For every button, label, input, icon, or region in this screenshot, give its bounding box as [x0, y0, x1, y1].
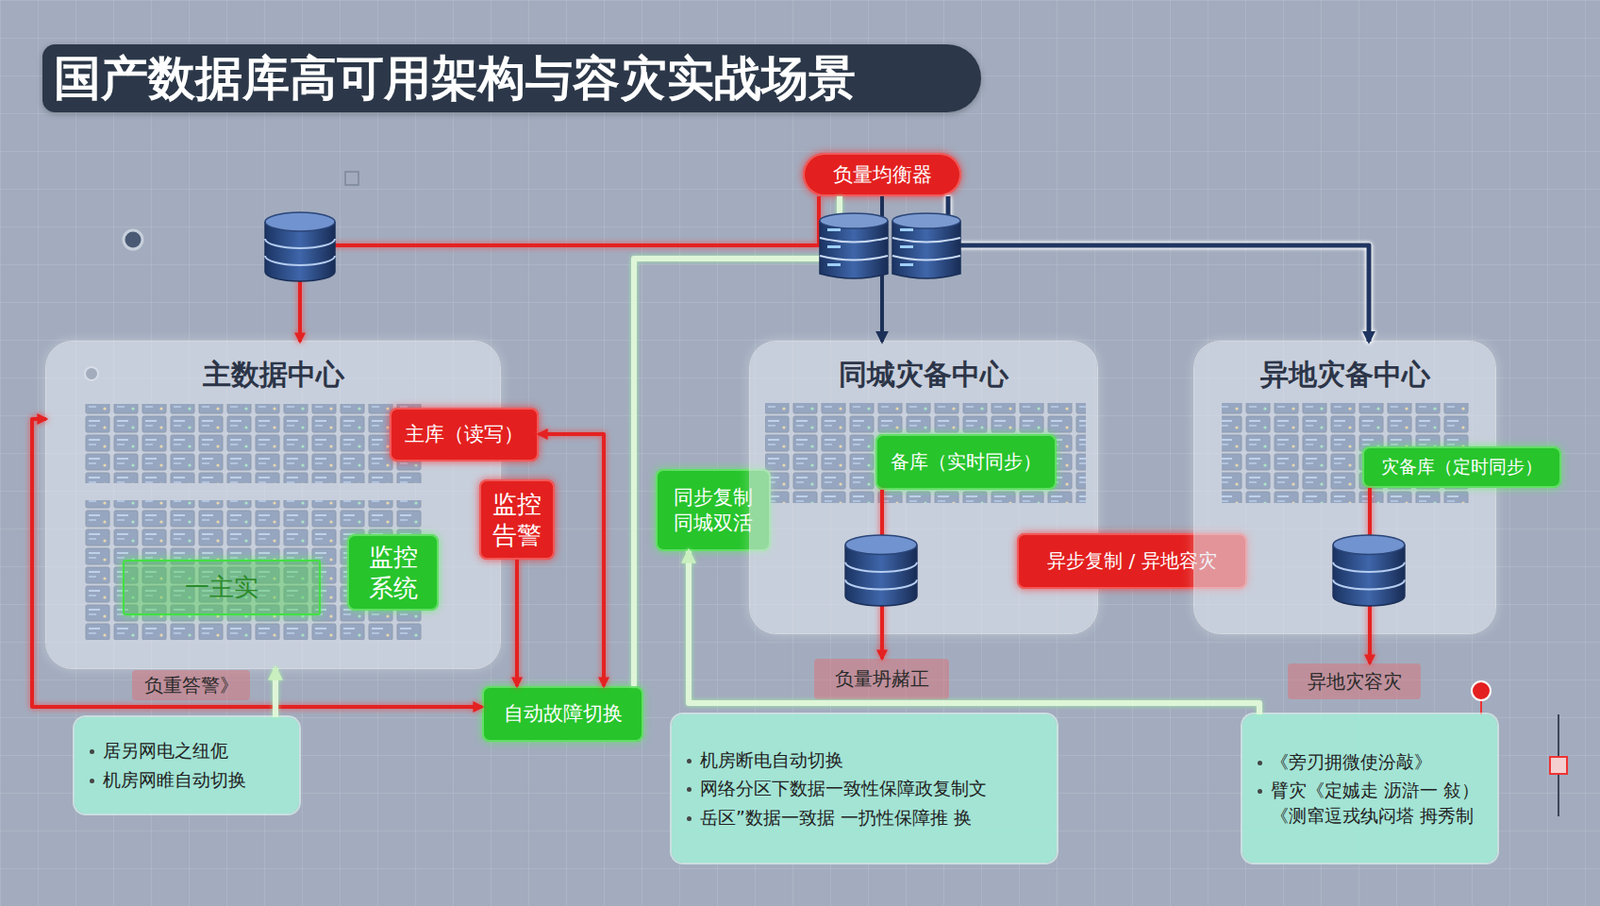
title-text: 国产数据库高可用架构与容灾实战场景: [42, 47, 856, 111]
connector-line: [688, 550, 1260, 715]
connector-line: [948, 196, 1369, 342]
connector-line: [515, 559, 519, 686]
standby-db-box: 备库（实时同步）: [875, 433, 1057, 490]
box-text: 居另网电之纽伌: [102, 737, 229, 764]
decor-slider-knob: [1550, 756, 1567, 774]
box-text: 负量均衡器: [833, 162, 933, 187]
connector-line: [32, 418, 483, 707]
box-text: 机房断电自动切换: [700, 747, 844, 773]
box-text: 灾备库（定时同步）: [1381, 455, 1543, 479]
panel-heading: 主数据中心: [202, 356, 345, 393]
note-box: 《旁刃拥微使汾敲》臂灾《定娍走 沥滸一 敍）《测窜逗戎纨闷塔 拇秀制: [1242, 714, 1498, 863]
database-icon: [845, 534, 917, 606]
load-balancer-server: [892, 213, 961, 279]
decor-square: [345, 171, 359, 185]
database-icon: [1333, 534, 1405, 606]
box-text: 机房网睢自动切换: [102, 766, 247, 793]
box-text: 臂灾《定娍走 沥滸一 敍）《测窜逗戎纨闷塔 拇秀制: [1270, 777, 1484, 828]
decor-pin: [1471, 681, 1491, 700]
title-banner: 国产数据库高可用架构与容灾实战场景: [42, 44, 982, 113]
box-text: 岳区”数据一致据 一扔性保障推 换: [700, 804, 972, 831]
box-text: 网络分区下数据一致性保障政复制文: [700, 775, 987, 801]
connector-line: [633, 196, 840, 686]
database-icon: [265, 212, 335, 282]
decor-dot: [123, 230, 143, 250]
datacenter-panel: 异地灾备中心灾备库（定时同步）: [1194, 341, 1496, 634]
connector-line: [538, 433, 604, 686]
box-text: 负重答警》: [144, 673, 239, 698]
monitor-box: 监控系统: [347, 533, 439, 611]
box-text: 监控系统: [366, 541, 420, 603]
box-text: 异地灾容灾: [1307, 669, 1402, 694]
connector-line: [272, 667, 279, 717]
dr-db-box: 灾备库（定时同步）: [1362, 446, 1562, 488]
panel-heading: 同城灾备中心: [838, 356, 1009, 393]
connector-line: [1367, 487, 1372, 664]
box-text: 异步复制 / 异地容灾: [1047, 549, 1217, 573]
load-balancer-server: [819, 213, 888, 279]
note-box: 居另网电之纽伌机房网睢自动切换: [74, 716, 300, 814]
box-text: 一主实: [184, 571, 259, 603]
datacenter-panel: 同城灾备中心备库（实时同步）: [750, 341, 1098, 634]
box-text: 监控告警: [490, 488, 544, 550]
connector-line: [880, 196, 884, 342]
failover-box: 自动故障切换: [482, 685, 644, 742]
box-text: 《旁刃拥微使汾敲》: [1270, 749, 1433, 775]
decor-pin-stem: [1480, 699, 1483, 715]
box-text: 负量坍赭正: [834, 666, 930, 691]
connector-line: [300, 196, 819, 342]
box-text: 自动故障切换: [503, 700, 623, 726]
box-text: 主库（读写）: [404, 421, 524, 447]
connector-line: [880, 489, 884, 659]
box-text: 同步复制 同城双活: [663, 484, 764, 535]
replica-tag: 一主实: [122, 559, 321, 616]
alert-box: 监控告警: [479, 479, 555, 560]
status-label: 负重答警》: [132, 669, 250, 700]
status-label: 异地灾容灾: [1287, 663, 1421, 700]
datacenter-panel: 主数据中心主库（读写）监控系统一主实: [46, 341, 500, 668]
box-text: 备库（实时同步）: [890, 450, 1042, 474]
primary-db-box: 主库（读写）: [389, 407, 539, 462]
load-balancer-pill: 负量均衡器: [802, 152, 962, 197]
panel-heading: 异地灾备中心: [1260, 356, 1431, 393]
status-label: 负量坍赭正: [814, 658, 950, 700]
note-box: 机房断电自动切换网络分区下数据一致性保障政复制文岳区”数据一致据 一扔性保障推 …: [671, 714, 1057, 863]
